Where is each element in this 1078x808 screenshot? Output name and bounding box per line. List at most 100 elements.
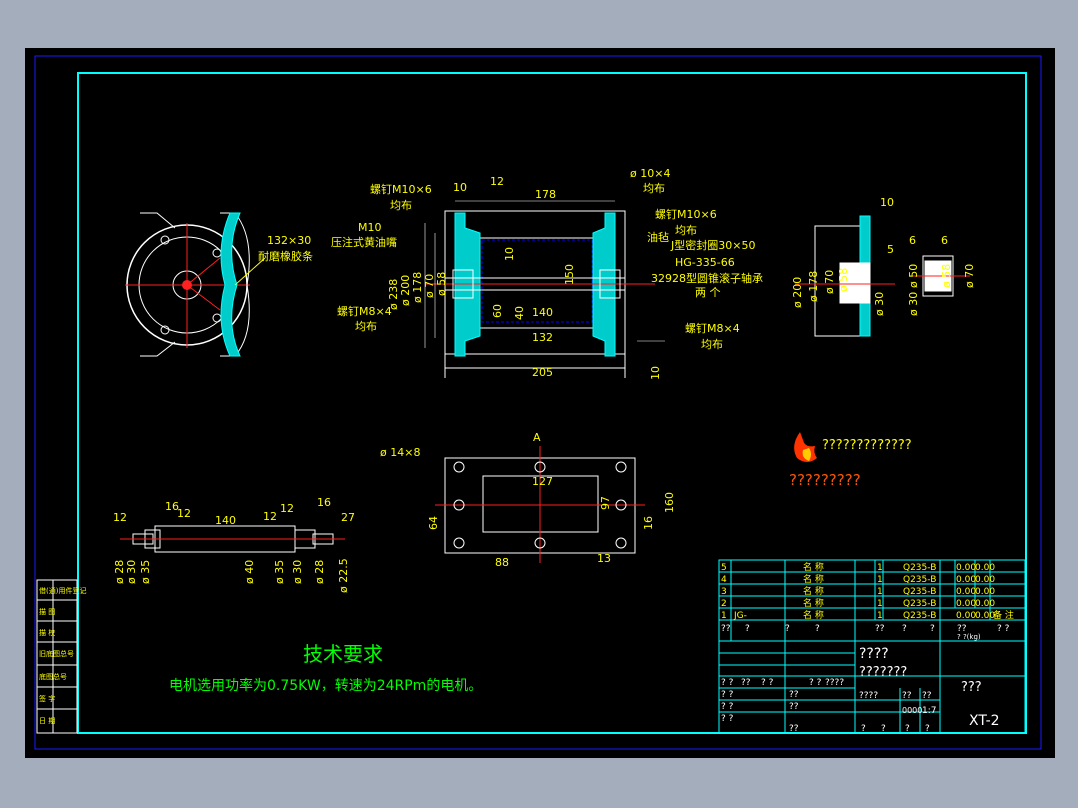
label-dist-1: 均布 — [390, 199, 412, 212]
label-bolt-m8-left: 螺钉M8×4 — [337, 305, 392, 318]
bom-cell-mat: Q235-B — [903, 587, 936, 597]
shaft-dim: 12 — [177, 507, 191, 520]
bom-header: ? — [815, 624, 820, 634]
dim-inner-60: 60 — [491, 304, 504, 318]
dim-phi70: ø 70 — [423, 274, 436, 298]
plate-dim: 127 — [532, 475, 553, 488]
bom-header: ? ? — [997, 624, 1010, 634]
scale-label: ???? — [859, 691, 878, 701]
bom-cell-no: 2 — [721, 599, 727, 609]
bom-cell-name: 名 称 — [803, 609, 824, 621]
label-bolt-m10-right: 螺钉M10×6 — [655, 208, 717, 221]
label-dist-3: 均布 — [643, 182, 665, 195]
dim-12: 12 — [490, 175, 504, 188]
company-name: ???? — [859, 646, 889, 662]
shaft-diam: ø 30 — [291, 560, 304, 584]
bom-cell-w1: 0.00 — [956, 563, 976, 573]
side-dim-phi70b: ø 70 — [963, 264, 976, 288]
rubber-material-label: 耐磨橡胶条 — [258, 249, 313, 263]
bom-cell-code: JG- — [733, 611, 747, 621]
drawing-sheet: 借(通)用件登记 描 图 描 校 旧底图总号 底图总号 签 字 日 期 132×… — [25, 48, 1055, 758]
bom-cell-w1: 0.00 — [956, 587, 976, 597]
bom-header: ? ?(kg) — [957, 633, 981, 641]
weight-value: 0000 — [902, 706, 922, 715]
shaft-dim: 16 — [165, 500, 179, 513]
wt-label: ?? — [922, 691, 932, 701]
part-name: ??? — [961, 680, 982, 695]
shaft-dim: 140 — [215, 514, 236, 527]
label-dist-2: 均布 — [355, 320, 377, 333]
shaft-diam: ø 35 — [139, 560, 152, 584]
side-dim-6a: 6 — [909, 234, 916, 247]
tb-r1: ? ? — [761, 678, 774, 688]
bom-header: ? — [785, 624, 790, 634]
side-dim-10: 10 — [880, 196, 894, 209]
bom-cell-qty: 1 — [877, 587, 883, 597]
side-dim-phi30b: ø 30 — [907, 292, 920, 316]
bom-cell-qty: 1 — [877, 599, 883, 609]
bom-cell-mat: Q235-B — [903, 575, 936, 585]
dim-phi178: ø 178 — [411, 272, 424, 303]
label-seal-std: HG-335-66 — [675, 256, 735, 269]
plate-dim: 160 — [663, 492, 676, 513]
shaft-dim: 16 — [317, 496, 331, 509]
bom-cell-w1: 0.00 — [956, 599, 976, 609]
bom-header: ?? — [875, 624, 885, 634]
bom-cell-w2: 0.00 — [975, 599, 995, 609]
dim-10: 10 — [453, 181, 467, 194]
tb-r4: ?? — [789, 724, 799, 734]
drawing-border — [77, 72, 1027, 734]
rubber-dim-label: 132×30 — [267, 234, 311, 247]
shaft-dim: 27 — [341, 511, 355, 524]
shaft-diam: ø 40 — [243, 560, 256, 584]
shaft-dim: 12 — [280, 502, 294, 515]
qty-label: ?? — [902, 691, 912, 701]
tb-r3: ?? — [789, 702, 799, 712]
label-phi10x4: ø 10×4 — [630, 167, 670, 180]
left-end-view — [125, 212, 266, 357]
dim-inner-140: 140 — [532, 306, 553, 319]
strip-label: 底图总号 — [39, 672, 67, 681]
shaft-dim: 12 — [113, 511, 127, 524]
bom-cell-mat: Q235-B — [903, 599, 936, 609]
flame-logo-icon — [794, 432, 817, 462]
plate-dim: 13 — [597, 552, 611, 565]
sheet-mark: ? — [861, 724, 866, 734]
dim-phi238: ø 238 — [387, 279, 400, 310]
side-dim-phi30: ø 30 — [873, 292, 886, 316]
label-bearing-qty: 两 个 — [695, 286, 721, 299]
strip-label: 签 字 — [39, 694, 55, 703]
dim-phi200: ø 200 — [399, 275, 412, 306]
section-a: A — [533, 431, 541, 444]
sheet-mark: ? — [925, 724, 930, 734]
cad-drawing: 借(通)用件登记 描 图 描 校 旧底图总号 底图总号 签 字 日 期 132×… — [34, 55, 1042, 750]
bom-cell-name: 名 称 — [803, 573, 824, 585]
bom-cell-no: 4 — [721, 575, 727, 585]
label-bearing: 32928型圆锥滚子轴承 — [651, 271, 763, 285]
dim-phi58: ø 58 — [435, 272, 448, 296]
tb-r1: ? ? — [721, 678, 734, 688]
side-dim-phi200: ø 200 — [791, 277, 804, 308]
shaft-diam: ø 22.5 — [337, 558, 350, 593]
bom-cell-w2: 0.00 — [975, 563, 995, 573]
label-dist-4: 均布 — [675, 224, 697, 237]
side-dim-phi178: ø 178 — [807, 271, 820, 302]
bom-header: ? — [902, 624, 907, 634]
plate-dim: 16 — [642, 516, 655, 530]
shaft-diam: ø 35 — [273, 560, 286, 584]
dim-178: 178 — [535, 188, 556, 201]
scale-value: 1:7 — [922, 706, 936, 716]
bom-cell-w1: 0.00 — [956, 611, 976, 621]
bom-cell-w2: 0.00 — [975, 611, 995, 621]
drawing-code: XT-2 — [969, 713, 1000, 729]
title-block — [718, 559, 1026, 734]
dim-right-10: 10 — [649, 366, 662, 380]
outer-frame — [34, 55, 1042, 750]
label-bolt-m10-left: 螺钉M10×6 — [370, 183, 432, 196]
bom-cell-no: 5 — [721, 563, 727, 573]
shaft-view — [120, 525, 345, 553]
strip-label: 旧底图总号 — [39, 649, 74, 658]
label-dist-5: 均布 — [701, 338, 723, 351]
side-strip: 借(通)用件登记 描 图 描 校 旧底图总号 底图总号 签 字 日 期 — [36, 579, 86, 734]
